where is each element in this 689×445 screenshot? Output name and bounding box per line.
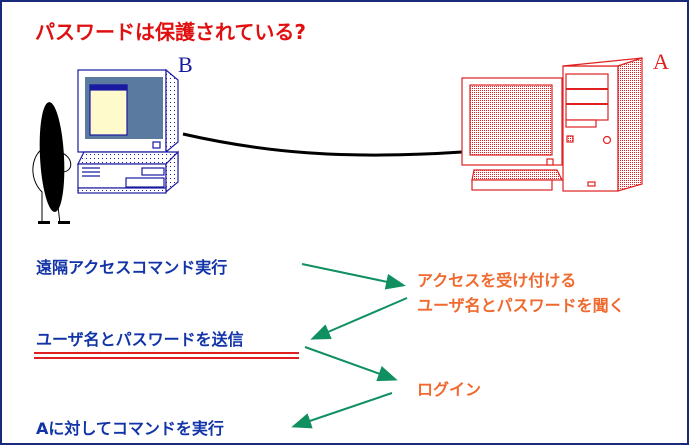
step-send-credentials: ユーザ名とパスワードを送信 <box>36 330 244 349</box>
underline-top <box>34 352 299 354</box>
computer-a-icon <box>461 57 643 192</box>
slide-title: パスワードは保護されている? <box>35 20 307 44</box>
step-remote-access: 遠隔アクセスコマンド実行 <box>36 258 228 277</box>
person-figure <box>32 102 72 225</box>
underline-bottom <box>34 357 299 359</box>
arrow-send-to-login <box>304 346 398 382</box>
step-login: ログイン <box>417 380 482 399</box>
step-execute-command: Aに対してコマンドを実行 <box>36 419 224 438</box>
arrow-request-to-accept <box>301 263 406 290</box>
computer-b-label: B <box>178 52 193 77</box>
network-cable <box>182 132 463 157</box>
computer-a-label: A <box>653 49 669 74</box>
arrow-login-to-execute <box>291 392 393 429</box>
computer-b-icon <box>77 68 179 194</box>
step-accept-access: アクセスを受け付ける <box>417 271 577 290</box>
arrow-prompt-to-send <box>310 297 408 340</box>
step-ask-credentials: ユーザ名とパスワードを聞く <box>417 296 625 315</box>
